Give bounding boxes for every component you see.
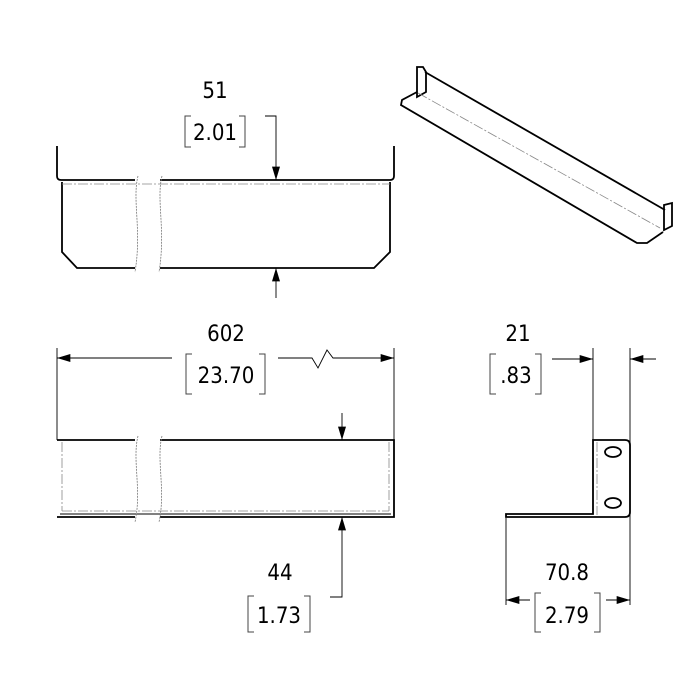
top-view-body-outline xyxy=(61,182,391,269)
dimension-602-mm: 602 xyxy=(207,322,245,347)
front-view-break-lines xyxy=(134,435,163,523)
dimension-44-mm: 44 xyxy=(267,561,292,586)
dimension-1.73-in: 1.73 xyxy=(257,604,301,629)
mounting-hole-icon xyxy=(604,446,622,458)
front-view-outline xyxy=(57,439,395,518)
dimension-70.8-mm: 70.8 xyxy=(545,561,589,586)
inch-bracket xyxy=(184,115,246,148)
isometric-view xyxy=(399,66,673,244)
dimension-21-mm: 21 xyxy=(505,322,530,347)
dimension-2.01-in: 2.01 xyxy=(193,121,237,146)
dimension-arrow-right xyxy=(278,349,394,369)
side-view: 21 .83 70.8 2.79 xyxy=(489,322,656,633)
top-view-break-lines xyxy=(134,175,163,273)
iso-lip-outline xyxy=(399,91,664,244)
mounting-hole-icon xyxy=(604,497,622,509)
iso-back-top-edge xyxy=(424,71,666,211)
dimension-arrow-top xyxy=(265,115,280,181)
top-view: 51 2.01 xyxy=(56,79,395,298)
dimension-51-mm: 51 xyxy=(202,79,227,104)
dimension-23.70-in: 23.70 xyxy=(198,364,255,389)
inch-bracket xyxy=(185,353,266,395)
top-view-flange-outline xyxy=(56,146,395,181)
dimension-arrow-bottom xyxy=(330,516,346,598)
iso-left-flange xyxy=(416,66,427,99)
dimension-.83-in: .83 xyxy=(500,364,531,389)
side-view-outline xyxy=(505,439,631,518)
iso-right-flange xyxy=(663,201,673,232)
inch-bracket xyxy=(534,592,601,633)
dimension-2.79-in: 2.79 xyxy=(545,604,589,629)
front-view: 602 23.70 44 1.73 xyxy=(56,322,395,633)
inch-bracket xyxy=(247,595,311,633)
iso-bend-line xyxy=(417,92,661,229)
inch-bracket xyxy=(489,353,542,395)
